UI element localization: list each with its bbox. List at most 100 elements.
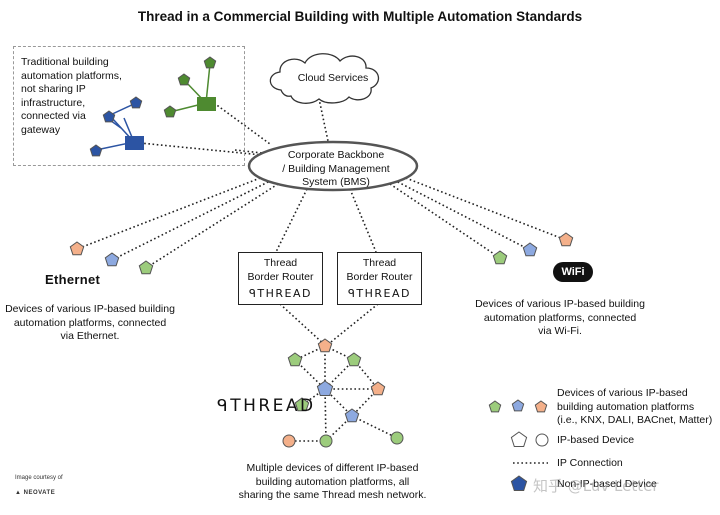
backbone-ellipse: [247, 140, 419, 192]
thread-logo-mark-icon: ᑫ: [217, 396, 231, 416]
legend-circle-icon: [535, 433, 549, 447]
border-router-2: Thread Border Router ᑫTHREAD: [337, 252, 422, 305]
cloud-label: Cloud Services: [297, 72, 369, 84]
legend-green-device-icon: [488, 400, 502, 413]
border-router-line: Border Router: [247, 270, 314, 283]
backbone-line: System (BMS): [302, 176, 370, 188]
mesh-device-icon: [316, 380, 334, 396]
neovate-logo-icon: ▲: [15, 490, 24, 496]
border-router-line: Thread: [362, 257, 397, 269]
diagram-title: Thread in a Commercial Building with Mul…: [137, 9, 583, 24]
legend-non-ip-icon: [510, 475, 528, 491]
wifi-logo-text: WiFi: [561, 266, 585, 278]
ip-connection-line: [349, 188, 377, 253]
caption-line: via Ethernet.: [60, 330, 120, 342]
ip-connection-line: [145, 183, 279, 269]
gateway-note-line: gateway: [21, 123, 61, 136]
ip-connection-line: [393, 179, 531, 251]
ip-connection-line: [111, 179, 273, 261]
caption-line: Devices of various IP-based building: [5, 303, 175, 315]
border-router-line: Border Router: [346, 270, 413, 283]
ip-connection-line: [325, 303, 379, 347]
ip-connection-line: [139, 142, 263, 156]
mesh-device-icon: [346, 352, 362, 367]
diagram-nodes: [69, 53, 574, 491]
legacy-device-green-icon: [203, 56, 217, 69]
legend-ip-connection: IP Connection: [557, 457, 623, 469]
watermark: 知乎 @Luv Letter: [533, 477, 659, 495]
wifi-device-icon: [522, 242, 538, 257]
wifi-logo-icon: WiFi: [553, 262, 593, 282]
ip-connection-line: [275, 188, 308, 253]
gateway-legacy-devices: [95, 63, 216, 151]
wifi-caption: Devices of various IP-based building aut…: [470, 298, 650, 339]
ip-connection-line: [351, 415, 398, 439]
gateway-square-green: [197, 97, 216, 111]
ethernet-caption: Devices of various IP-based building aut…: [0, 303, 180, 344]
ip-connection-line: [76, 174, 269, 250]
legacy-device-green-icon: [163, 105, 177, 118]
gateway-note-line: automation platforms,: [21, 69, 122, 82]
ip-connection-line: [213, 102, 271, 145]
gateway-link-line: [205, 63, 211, 104]
gateway-note-line: Traditional building: [21, 56, 109, 68]
border-router-line: Thread: [263, 257, 298, 269]
ethernet-device-icon: [69, 241, 85, 256]
legend-non-ip-device: Non-IP-based Device: [557, 478, 657, 490]
mesh-caption: Multiple devices of different IP-based b…: [225, 462, 440, 503]
mesh-device-icon: [344, 408, 360, 423]
mesh-device-icon: [282, 434, 296, 448]
thread-logo-small: ᑫTHREAD: [239, 287, 322, 301]
thread-logo-large: ᑫTHREAD: [217, 396, 316, 416]
caption-line: automation platforms, connected: [483, 311, 637, 324]
legacy-device-blue-icon: [89, 144, 103, 157]
legacy-device-green-icon: [177, 73, 191, 86]
border-router-label: Thread Border Router: [239, 257, 322, 284]
mesh-device-icon: [319, 434, 333, 448]
thread-logo-text: THREAD: [356, 287, 411, 300]
ethernet-logo: Ethernet: [45, 272, 101, 287]
caption-line: via Wi-Fi.: [538, 325, 582, 337]
legend-line: building automation platforms: [557, 400, 695, 413]
legend-orange-device-icon: [534, 400, 548, 413]
ethernet-device-icon: [104, 252, 120, 267]
mesh-device-icon: [287, 352, 303, 367]
border-router-label: Thread Border Router: [338, 257, 421, 284]
gateway-note: Traditional building automation platform…: [21, 56, 122, 137]
legend-line: (i.e., KNX, DALI, BACnet, Matter): [557, 414, 713, 426]
caption-line: building automation platforms, all: [255, 475, 410, 488]
credit-line: Image courtesy of: [15, 475, 63, 481]
legend-blue-device-icon: [511, 399, 525, 412]
backbone-line: Corporate Backbone: [287, 149, 385, 161]
ethernet-device-icon: [138, 260, 154, 275]
thread-logo-mark-icon: ᑫ: [347, 287, 357, 300]
mesh-device-icon: [294, 397, 310, 412]
credit-brand-text: NEOVATE: [23, 490, 56, 496]
wifi-device-icon: [492, 250, 508, 265]
ip-connection-line: [389, 183, 501, 259]
caption-line: Multiple devices of different IP-based: [246, 462, 419, 474]
gateway-note-line: connected via: [21, 110, 86, 122]
ip-connection-line: [234, 149, 263, 154]
caption-line: Devices of various IP-based building: [475, 298, 645, 310]
thread-logo-text: THREAD: [230, 396, 316, 416]
border-router-1: Thread Border Router ᑫTHREAD: [238, 252, 323, 305]
cloud-services-icon: [269, 53, 380, 104]
thread-logo-mark-icon: ᑫ: [248, 287, 258, 300]
gateway-square-blue: [125, 136, 144, 150]
thread-logo-small: ᑫTHREAD: [338, 287, 421, 301]
mesh-device-icon: [317, 338, 333, 353]
thread-logo-text: THREAD: [257, 287, 312, 300]
gateway-note-line: infrastructure,: [21, 96, 86, 109]
caption-line: sharing the same Thread mesh network.: [238, 489, 427, 501]
legend-pentagon-icon: [510, 431, 528, 447]
gateway-note-box: [13, 46, 245, 166]
legacy-device-blue-icon: [129, 96, 143, 109]
caption-line: automation platforms, connected: [13, 316, 167, 329]
ip-connection-line: [397, 174, 567, 241]
backbone-line: / Building Management: [282, 162, 390, 175]
mesh-device-icon: [370, 381, 386, 396]
legend-platforms: Devices of various IP-based building aut…: [557, 387, 712, 428]
backbone-label: Corporate Backbone / Building Management…: [256, 149, 416, 190]
